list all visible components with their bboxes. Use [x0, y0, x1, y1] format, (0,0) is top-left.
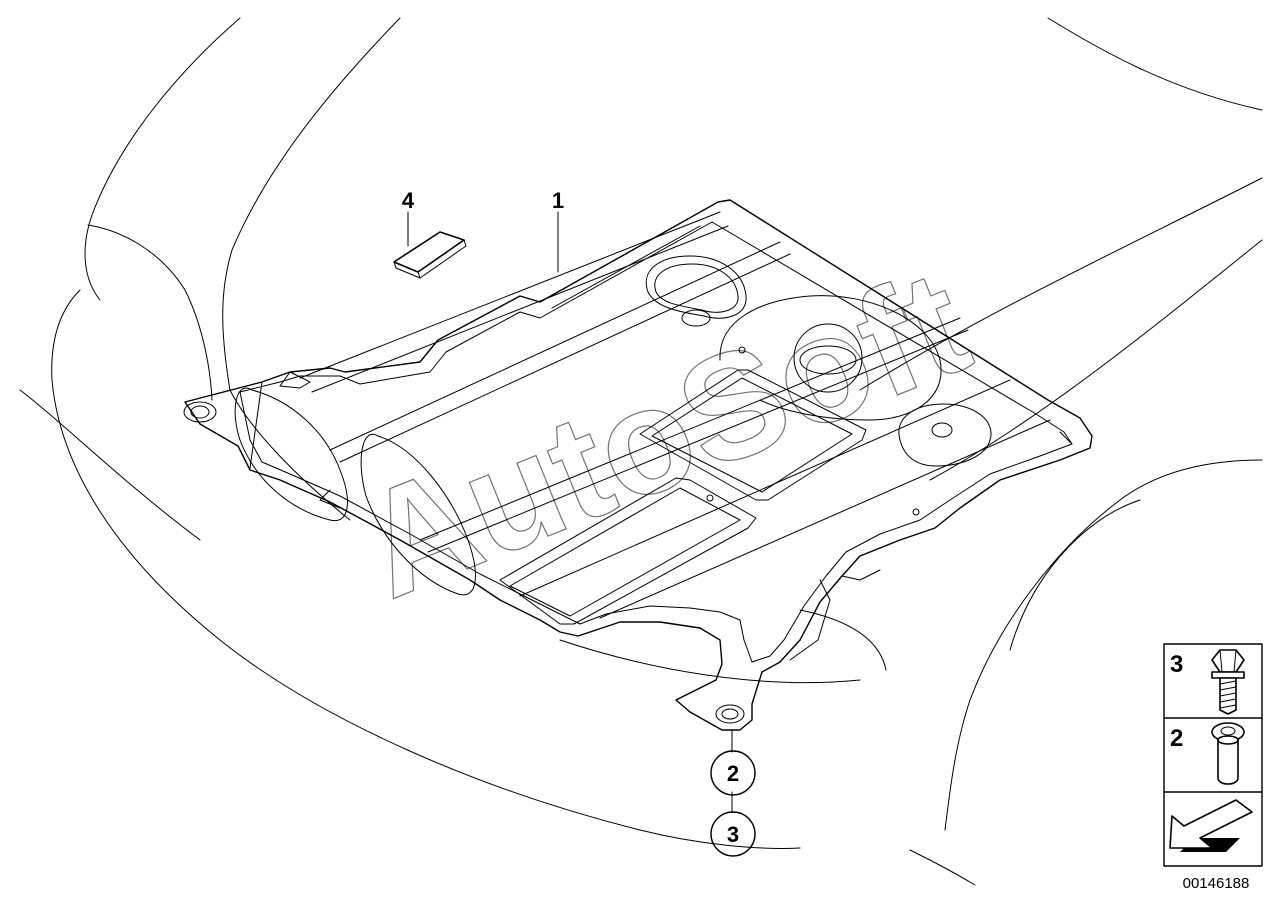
car-body-outline: [19, 17, 1263, 886]
hex-bolt-icon: [1211, 649, 1245, 715]
legend-number-2: 2: [1170, 725, 1183, 752]
document-number: 00146188: [1183, 875, 1250, 892]
legend-number-3: 3: [1170, 651, 1183, 678]
callout-bubble-3: 3: [710, 811, 756, 857]
callout-number-1: 1: [552, 188, 564, 213]
underbody-shield: [183, 199, 1093, 731]
bubble-label-2: 2: [727, 761, 739, 786]
arrow-left-down-icon[interactable]: [1169, 799, 1253, 852]
callout-number-4: 4: [402, 188, 415, 213]
sleeve-bushing-icon: [1211, 722, 1245, 785]
bubble-label-3: 3: [727, 822, 739, 847]
callout-bubble-2: 2: [710, 750, 756, 796]
legend-box: 3 2: [1163, 643, 1263, 867]
pad-part-4: [393, 231, 467, 279]
